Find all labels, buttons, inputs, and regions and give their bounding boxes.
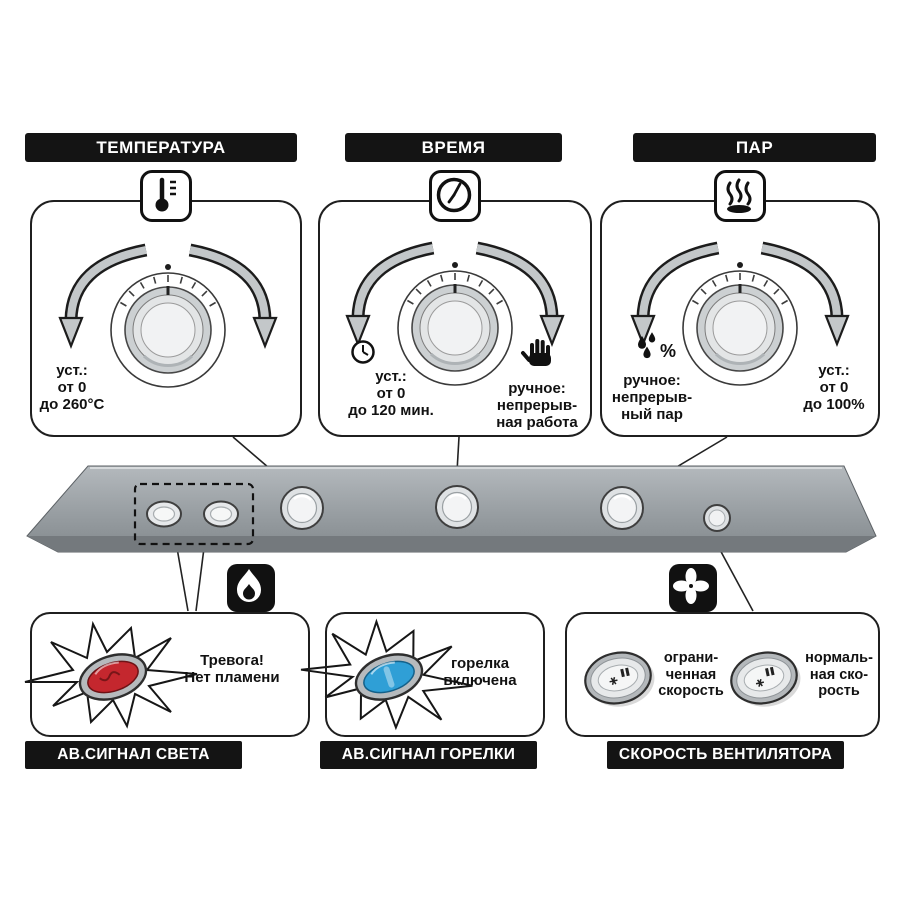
text-line: ручное:: [508, 380, 566, 397]
percent-sign: %: [660, 341, 676, 361]
steam-knob: [599, 485, 645, 531]
text-line: включена: [443, 672, 517, 690]
header-temperature: ТЕМПЕРАТУРА: [25, 133, 297, 162]
text-line: до 100%: [803, 396, 865, 414]
temperature-knob: [279, 485, 325, 531]
text-line: до 120 мин.: [348, 402, 434, 420]
text-line: горелка: [450, 655, 510, 672]
indicator-group-dashed-outline: [133, 482, 255, 546]
steam-manual-text: ручное: непрерыв- ный пар: [600, 372, 704, 423]
clock-icon: [429, 170, 481, 222]
label-burner-alarm: АВ.СИГНАЛ ГОРЕЛКИ: [320, 741, 537, 769]
burner-lamp-blue: [354, 653, 424, 701]
text-line: нормаль-: [805, 650, 873, 666]
fan-speed-panel: [565, 612, 880, 737]
steam-icon: [714, 170, 766, 222]
clock-small-icon: [351, 340, 375, 364]
text-line: уст.:: [56, 362, 88, 379]
label-light-alarm: АВ.СИГНАЛ СВЕТА: [25, 741, 242, 769]
text-line: ручное:: [623, 372, 681, 389]
text-line: непрерыв-: [496, 397, 578, 415]
text-line: Нет пламени: [184, 669, 280, 687]
fan-icon: [669, 564, 717, 612]
label-fan-speed: СКОРОСТЬ ВЕНТИЛЯТОРА: [607, 741, 844, 769]
text-line: ограни-: [663, 650, 719, 666]
header-steam: ПАР: [633, 133, 876, 162]
thermometer-icon: [140, 170, 192, 222]
text-line: Тревога!: [200, 652, 264, 669]
text-line: непрерыв-: [611, 389, 693, 407]
text-line: от 0: [57, 379, 87, 397]
burner-alarm-panel: [325, 612, 545, 737]
alarm-lamp-red: [78, 653, 148, 701]
text-line: уст.:: [375, 368, 407, 385]
text-line: от 0: [376, 385, 406, 403]
flame-icon: [227, 564, 275, 612]
steam-drops-icon: %: [638, 332, 676, 361]
fan-normal-speed-button: [730, 651, 801, 707]
burner-light-indicator: [203, 500, 239, 528]
text-line: от 0: [819, 379, 849, 397]
fan-speed-button: [703, 504, 731, 532]
light-alarm-text: Тревога! Нет пламени: [162, 652, 302, 686]
text-line: рость: [818, 683, 860, 700]
text-line: ная ско-: [809, 666, 869, 683]
time-knob: [434, 484, 480, 530]
time-manual-text: ручное: непрерыв- ная работа: [482, 380, 592, 431]
alarm-light-indicator: [146, 500, 182, 528]
fan-normal-text: нормаль- ная ско- рость: [798, 650, 880, 700]
header-time: ВРЕМЯ: [345, 133, 562, 162]
temperature-set-text: уст.: от 0 до 260°C: [30, 362, 114, 413]
hand-icon: [521, 339, 551, 366]
text-line: уст.:: [818, 362, 850, 379]
burner-alarm-text: горелка включена: [420, 655, 540, 689]
text-line: до 260°C: [39, 396, 105, 414]
steam-set-text: уст.: от 0 до 100%: [788, 362, 880, 413]
text-line: ный пар: [621, 406, 683, 424]
fan-limited-text: ограни- ченная скорость: [650, 650, 732, 700]
text-line: ченная: [665, 666, 717, 683]
time-set-text: уст.: от 0 до 120 мин.: [330, 368, 452, 419]
light-alarm-panel: [30, 612, 310, 737]
text-line: скорость: [658, 683, 724, 700]
text-line: ная работа: [496, 414, 578, 432]
fan-limited-speed-button: [584, 651, 655, 707]
